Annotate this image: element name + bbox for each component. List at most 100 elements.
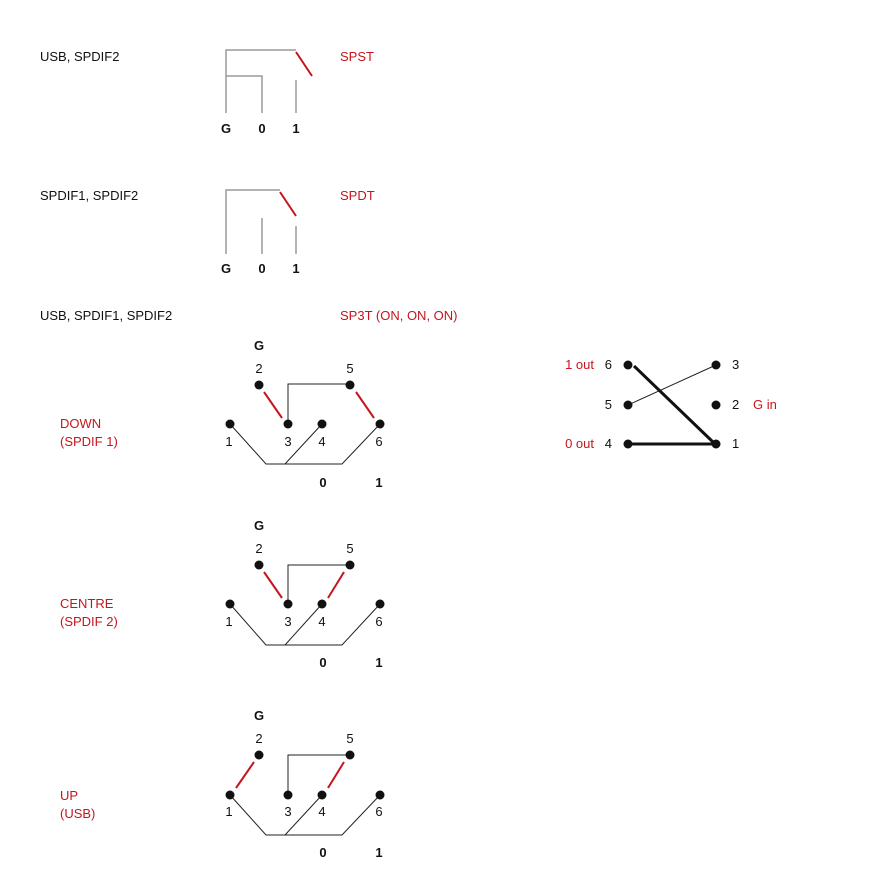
pinout-label-1-out: 1 out [565, 357, 594, 372]
centre-out-0: 0 [319, 655, 326, 670]
down-pin-6-dot [375, 419, 385, 429]
up-pin-2-dot [254, 750, 264, 760]
state-down-sub: (SPDIF 1) [60, 434, 118, 449]
pinout-pin-4-dot [623, 439, 633, 449]
centre-lever-a [263, 571, 283, 599]
up-lever-a [235, 761, 255, 789]
down-pin-5-label: 5 [346, 361, 353, 376]
pinout-wire-5-3 [627, 364, 717, 406]
down-pin-5-dot [345, 380, 355, 390]
centre-pin-3-dot [283, 599, 293, 609]
up-pin-3-label: 3 [284, 804, 291, 819]
centre-g-label: G [254, 518, 264, 533]
pinout-wire-6-1 [632, 364, 716, 445]
pinout-pin-6-dot [623, 360, 633, 370]
up-pin-1-label: 1 [225, 804, 232, 819]
pinout-pin-1-dot [711, 439, 721, 449]
up-out-1: 1 [375, 845, 382, 860]
spdt-pin-1: 1 [292, 261, 299, 276]
down-pin-1-dot [225, 419, 235, 429]
centre-wiring [229, 564, 381, 646]
centre-pin-5-dot [345, 560, 355, 570]
state-up: UP (USB) G 2 5 1 3 4 6 0 1 [60, 708, 385, 860]
spst-pin-g: G [221, 121, 231, 136]
pinout-label-g-in: G in [753, 397, 777, 412]
pinout-pin-5-dot [623, 400, 633, 410]
pinout-pin-1-label: 1 [732, 436, 739, 451]
spst-section: USB, SPDIF2 SPST G 0 1 [40, 49, 374, 136]
pinout-pin-3-label: 3 [732, 357, 739, 372]
up-pin-1-dot [225, 790, 235, 800]
centre-pin-1-label: 1 [225, 614, 232, 629]
up-g-label: G [254, 708, 264, 723]
spst-wiring [225, 49, 297, 113]
spdt-type: SPDT [340, 188, 375, 203]
down-lever-b [355, 391, 375, 419]
up-lever-b [327, 761, 345, 789]
pinout-pin-6-label: 6 [605, 357, 612, 372]
pinout-pin-3-dot [711, 360, 721, 370]
spdt-wiring [225, 189, 297, 254]
state-centre-name: CENTRE [60, 596, 114, 611]
down-pin-2-label: 2 [255, 361, 262, 376]
up-pin-5-dot [345, 750, 355, 760]
state-down: DOWN (SPDIF 1) G 2 5 1 3 4 6 0 1 [60, 338, 385, 490]
down-lever-a [263, 391, 283, 419]
sp3t-type: SP3T (ON, ON, ON) [340, 308, 458, 323]
spst-lever [295, 51, 313, 77]
pinout-pin-4-label: 4 [605, 436, 612, 451]
up-pin-6-label: 6 [375, 804, 382, 819]
centre-pin-4-label: 4 [318, 614, 325, 629]
centre-pin-4-dot [317, 599, 327, 609]
up-pin-5-label: 5 [346, 731, 353, 746]
centre-lever-b [327, 571, 345, 599]
spst-type: SPST [340, 49, 374, 64]
state-centre: CENTRE (SPDIF 2) G 2 5 1 3 4 6 0 1 [60, 518, 385, 670]
pinout-pin-2-dot [711, 400, 721, 410]
up-pin-2-label: 2 [255, 731, 262, 746]
spdt-section: SPDIF1, SPDIF2 SPDT G 0 1 [40, 188, 375, 276]
down-pin-1-label: 1 [225, 434, 232, 449]
pinout-diagram: 1 out 6 5 0 out 4 3 2 G in 1 [565, 357, 777, 451]
pinout-label-0-out: 0 out [565, 436, 594, 451]
down-out-0: 0 [319, 475, 326, 490]
up-out-0: 0 [319, 845, 326, 860]
up-pin-4-label: 4 [318, 804, 325, 819]
down-pin-3-dot [283, 419, 293, 429]
pinout-pin-5-label: 5 [605, 397, 612, 412]
down-out-1: 1 [375, 475, 382, 490]
state-up-sub: (USB) [60, 806, 95, 821]
centre-pin-3-label: 3 [284, 614, 291, 629]
up-pin-4-dot [317, 790, 327, 800]
down-pin-6-label: 6 [375, 434, 382, 449]
spdt-pin-0: 0 [258, 261, 265, 276]
centre-pin-2-dot [254, 560, 264, 570]
centre-pin-5-label: 5 [346, 541, 353, 556]
state-down-name: DOWN [60, 416, 101, 431]
state-centre-sub: (SPDIF 2) [60, 614, 118, 629]
up-pin-6-dot [375, 790, 385, 800]
spst-pin-0: 0 [258, 121, 265, 136]
spdt-lever [279, 191, 297, 217]
down-pin-4-label: 4 [318, 434, 325, 449]
up-wiring [229, 754, 381, 836]
centre-pin-6-label: 6 [375, 614, 382, 629]
centre-pin-1-dot [225, 599, 235, 609]
state-up-name: UP [60, 788, 78, 803]
spdt-pin-g: G [221, 261, 231, 276]
spdt-label: SPDIF1, SPDIF2 [40, 188, 138, 203]
up-pin-3-dot [283, 790, 293, 800]
sp3t-label: USB, SPDIF1, SPDIF2 [40, 308, 172, 323]
down-g-label: G [254, 338, 264, 353]
spst-label: USB, SPDIF2 [40, 49, 119, 64]
down-pin-2-dot [254, 380, 264, 390]
centre-pin-6-dot [375, 599, 385, 609]
centre-pin-2-label: 2 [255, 541, 262, 556]
pinout-pin-2-label: 2 [732, 397, 739, 412]
spst-pin-1: 1 [292, 121, 299, 136]
down-pin-4-dot [317, 419, 327, 429]
down-pin-3-label: 3 [284, 434, 291, 449]
centre-out-1: 1 [375, 655, 382, 670]
down-wiring [229, 383, 381, 465]
